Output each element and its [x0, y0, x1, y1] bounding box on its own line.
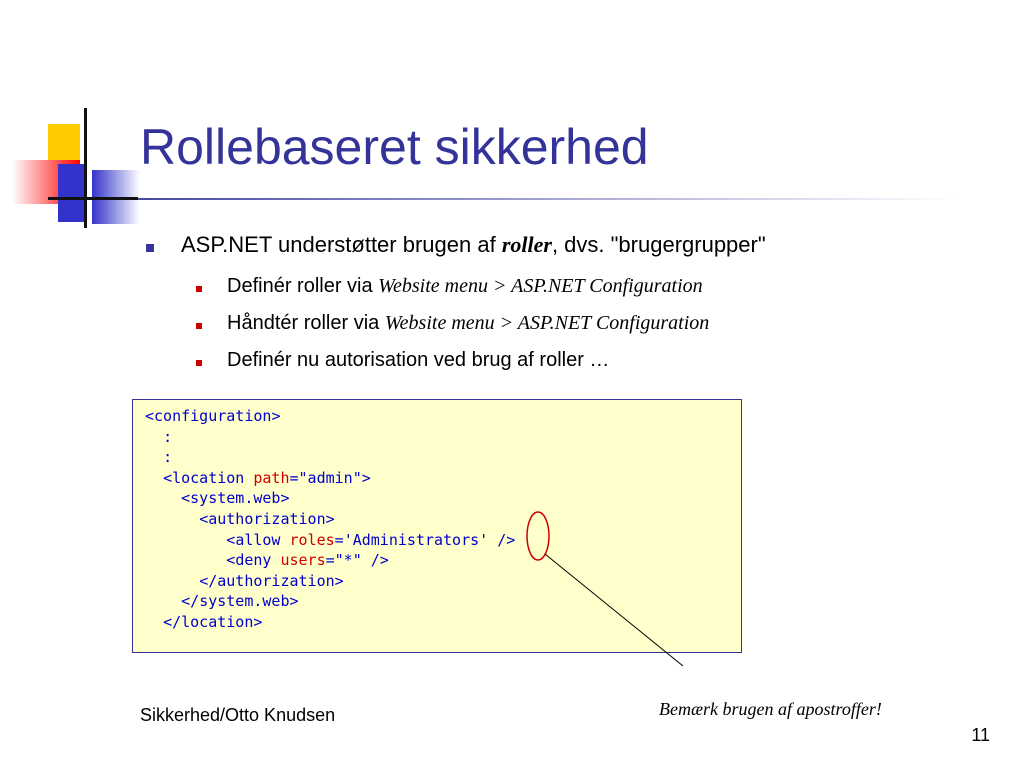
- bullet-main-text: ASP.NET understøtter brugen af roller, d…: [181, 232, 766, 257]
- code-ellipsis: :: [163, 427, 173, 446]
- roller-emphasis: roller: [501, 232, 552, 257]
- code-ellipsis: :: [163, 448, 173, 467]
- code-block: <configuration> : : <location path="admi…: [132, 399, 742, 653]
- subbullet-square-icon: [196, 323, 202, 329]
- code-line: </system.web>: [181, 592, 299, 611]
- code-line: </location>: [163, 612, 263, 631]
- bullet-square-icon: [146, 244, 154, 252]
- subbullet-square-icon: [196, 360, 202, 366]
- annotation-note: Bemærk brugen af apostroffer!: [659, 699, 882, 719]
- code-listing: <configuration> : : <location path="admi…: [145, 406, 515, 633]
- code-line: </authorization>: [199, 571, 344, 590]
- code-line: <location path="admin">: [163, 468, 371, 487]
- code-line: <allow roles='Administrators' />: [226, 530, 516, 549]
- code-line: <deny users="*" />: [226, 551, 389, 570]
- footer-author: Sikkerhed/Otto Knudsen: [140, 705, 336, 725]
- decorative-logo: [12, 108, 958, 228]
- slide-title: Rollebaseret sikkerhed: [140, 119, 649, 175]
- code-line: <system.web>: [181, 489, 290, 508]
- code-line: <authorization>: [199, 509, 335, 528]
- page-number: 11: [971, 725, 990, 745]
- menu-path: Website menu > ASP.NET Configuration: [378, 275, 703, 297]
- subbullet-square-icon: [196, 286, 202, 292]
- code-line: <configuration>: [145, 407, 281, 425]
- menu-path: Website menu > ASP.NET Configuration: [384, 312, 710, 334]
